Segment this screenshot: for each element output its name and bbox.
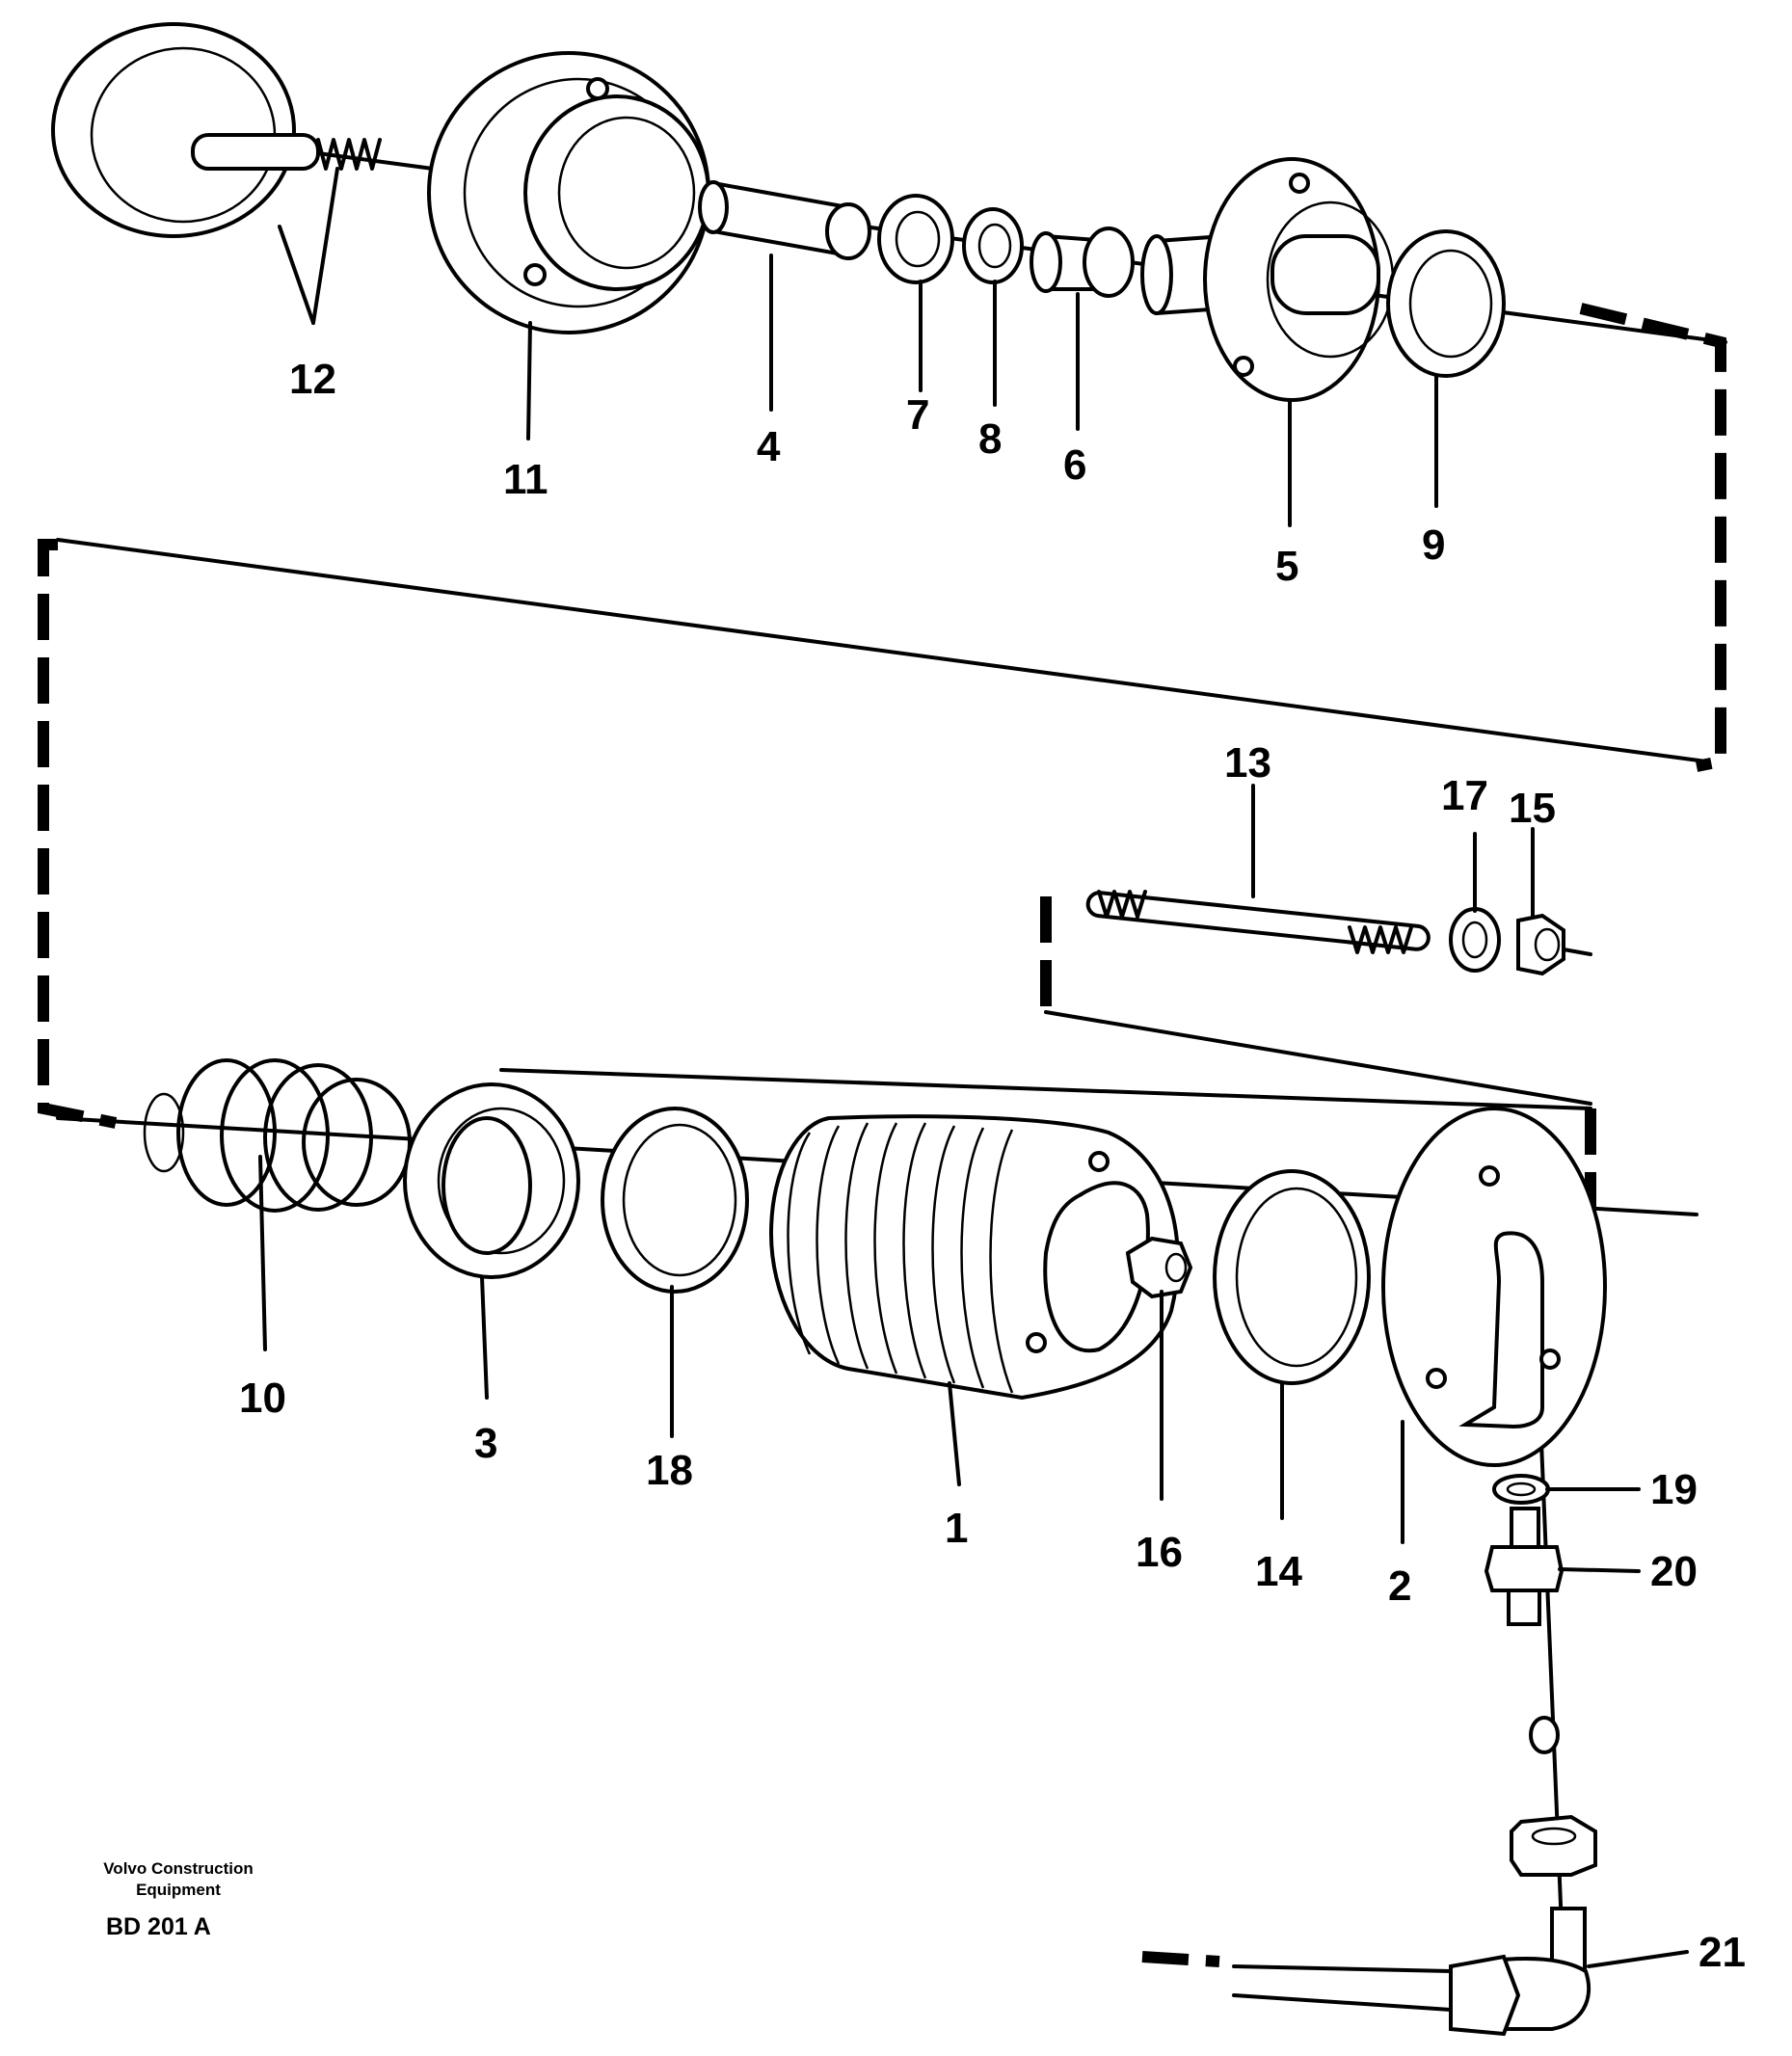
axis-line-upper-return [56,538,1708,763]
callout-18: 18 [646,1447,693,1494]
callout-6: 6 [1063,441,1086,489]
leader-lines [258,167,1689,1968]
assembly-axis-lines [56,147,1727,1930]
credit-company-line2: Equipment [136,1881,221,1899]
part-15-nut [1516,913,1592,976]
callout-12: 12 [289,356,336,403]
part-2-cover [1381,1107,1607,1467]
part-9-ring [1386,229,1506,378]
credit-company-line1: Volvo Construction [103,1859,254,1878]
part-20-nipple [1484,1507,1565,1626]
part-10-spring [143,1058,412,1213]
part-14-ring [1213,1169,1371,1385]
axis-line-stud [1044,1010,1592,1106]
part-19-washer [1492,1474,1550,1505]
part-1-bellows-housing [768,1114,1180,1401]
part-8-washer [962,207,1024,284]
callout-16: 16 [1136,1529,1183,1576]
connector-upper-right [1579,303,1726,772]
credit-block: Volvo Construction Equipment BD 201 A [103,1859,254,1940]
callout-1: 1 [945,1505,968,1552]
part-17-washer [1449,907,1501,973]
axis-line-housing [499,1068,1592,1110]
part-7-ring [877,194,954,284]
callout-4: 4 [757,423,781,470]
callout-5: 5 [1275,543,1298,590]
callout-20: 20 [1650,1548,1698,1595]
drawing-code: BD 201 A [106,1913,211,1940]
part-6-bushing [1030,227,1135,298]
part-21-elbow-pipe [1232,1907,1591,2037]
part-12-cup-assembly [51,22,382,238]
callout-11: 11 [503,456,548,503]
connector-left [38,539,118,1129]
callout-10: 10 [239,1375,286,1422]
callout-21: 21 [1698,1929,1746,1976]
callout-labels: 12 11 4 7 8 6 5 9 13 17 15 10 3 18 1 16 … [239,356,1746,1976]
part-4-sleeve [698,180,871,260]
callout-8: 8 [978,415,1002,463]
callout-17: 17 [1441,772,1488,819]
callout-2: 2 [1388,1562,1411,1610]
pipe-nut [1510,1814,1597,1877]
part-18-o-ring [601,1107,749,1294]
part-13-stud [1085,890,1431,954]
pipe-olive [1529,1716,1560,1754]
part-5-flange [1140,157,1395,402]
callout-19: 19 [1650,1466,1698,1513]
callout-3: 3 [474,1420,497,1467]
callout-7: 7 [906,391,929,439]
part-16-nut [1125,1236,1193,1299]
part-11-housing [427,51,710,334]
connector-pipe [1141,1951,1220,1967]
callout-14: 14 [1255,1548,1302,1595]
callout-13: 13 [1224,739,1271,787]
part-3-seat [403,1082,580,1279]
callout-9: 9 [1422,521,1445,569]
callout-15: 15 [1509,785,1556,832]
